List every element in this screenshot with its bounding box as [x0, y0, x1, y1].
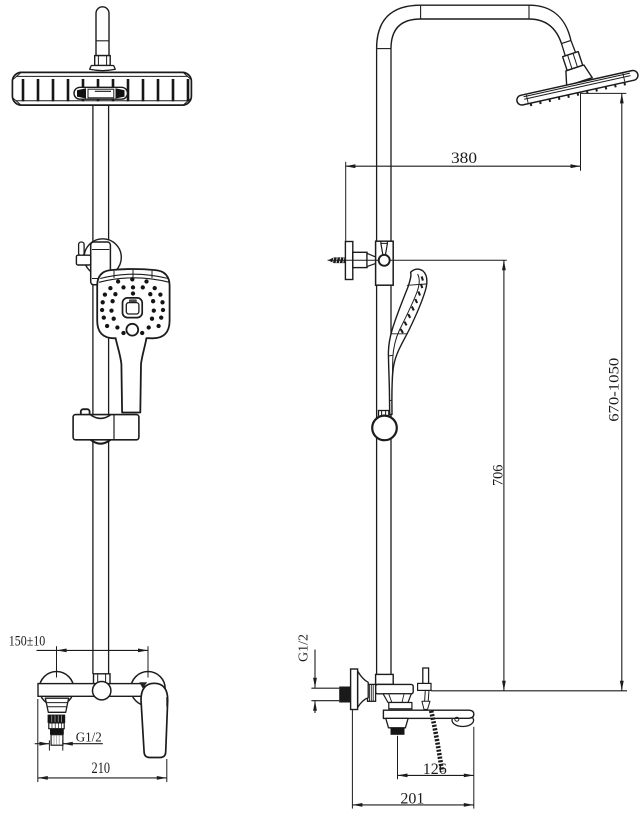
svg-text:210: 210	[92, 760, 111, 777]
svg-text:G1/2: G1/2	[76, 730, 102, 745]
svg-text:706: 706	[490, 464, 506, 486]
svg-text:380: 380	[451, 150, 477, 167]
svg-text:201: 201	[400, 790, 424, 807]
svg-text:150±10: 150±10	[9, 634, 46, 650]
svg-text:126: 126	[423, 761, 447, 778]
svg-text:670-1050: 670-1050	[607, 358, 623, 422]
svg-text:G1/2: G1/2	[297, 634, 312, 662]
